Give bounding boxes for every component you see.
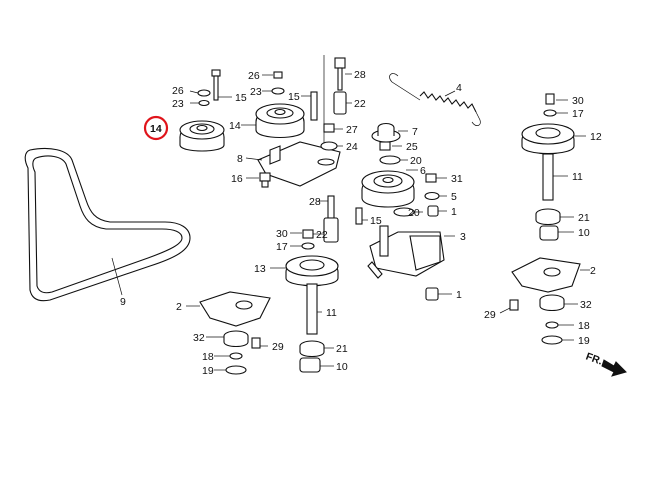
spring-4 — [389, 73, 481, 126]
label-23: 23 — [250, 86, 262, 98]
nut-27-washer-24 — [320, 123, 343, 151]
spindle-left — [186, 229, 339, 375]
label-21: 21 — [578, 212, 590, 224]
label-26: 26 — [248, 70, 260, 82]
washers-25-20 — [379, 141, 408, 165]
label-23: 23 — [172, 98, 184, 110]
bushing-1-lower — [425, 287, 452, 301]
highlight-ring — [143, 115, 169, 141]
label-27: 27 — [346, 124, 358, 136]
bolt-stack-left — [189, 69, 232, 107]
label-14: 14 — [229, 120, 241, 132]
label-15: 15 — [370, 215, 382, 227]
label-12: 12 — [590, 131, 602, 143]
cap-7 — [371, 122, 408, 143]
label-26: 26 — [172, 85, 184, 97]
label-6: 6 — [420, 165, 426, 177]
label-10: 10 — [578, 227, 590, 239]
label-9: 9 — [120, 296, 126, 308]
idler-pulley-14-center — [241, 103, 305, 138]
part-labels: 14 14 26 23 15 26 23 15 28 22 27 24 4 7 … — [120, 69, 604, 377]
label-4: 4 — [456, 82, 462, 94]
right-fasteners — [393, 173, 447, 217]
label-31: 31 — [451, 173, 463, 185]
label-5: 5 — [451, 191, 457, 203]
label-19: 19 — [202, 365, 214, 377]
label-19: 19 — [578, 335, 590, 347]
label-8: 8 — [237, 153, 243, 165]
label-2: 2 — [176, 301, 182, 313]
label-25: 25 — [406, 141, 418, 153]
label-16: 16 — [231, 173, 243, 185]
label-20: 20 — [410, 155, 422, 167]
bracket-3 — [367, 225, 455, 279]
idler-pulley-14-left — [179, 120, 225, 152]
label-17: 17 — [572, 108, 584, 120]
direction-label: FR. — [584, 351, 604, 368]
label-24: 24 — [346, 141, 358, 153]
label-18: 18 — [578, 320, 590, 332]
label-18: 18 — [202, 351, 214, 363]
label-20: 20 — [408, 207, 420, 219]
label-29: 29 — [484, 309, 496, 321]
label-22: 22 — [354, 98, 366, 110]
shaft-28-lower — [312, 195, 339, 243]
label-11: 11 — [326, 307, 337, 319]
tension-arm-8 — [245, 141, 341, 187]
label-21: 21 — [336, 343, 348, 355]
label-22: 22 — [316, 229, 328, 241]
label-1: 1 — [451, 206, 457, 218]
label-29: 29 — [272, 341, 284, 353]
drive-belt — [24, 147, 191, 302]
label-1: 1 — [456, 289, 462, 301]
label-2: 2 — [590, 265, 596, 277]
label-28: 28 — [309, 196, 321, 208]
spindle-right — [499, 93, 590, 345]
label-14-highlighted: 14 — [150, 123, 162, 135]
label-13: 13 — [254, 263, 266, 275]
front-direction-arrow — [601, 359, 627, 377]
label-3: 3 — [460, 231, 466, 243]
label-10: 10 — [336, 361, 348, 373]
label-30: 30 — [572, 95, 584, 107]
bolt-15-mid — [355, 207, 368, 225]
label-7: 7 — [412, 126, 418, 138]
label-30: 30 — [276, 228, 288, 240]
label-32: 32 — [580, 299, 592, 311]
label-28: 28 — [354, 69, 366, 81]
label-15: 15 — [235, 92, 247, 104]
pulley-6 — [361, 169, 418, 208]
label-17: 17 — [276, 241, 288, 253]
label-32: 32 — [193, 332, 205, 344]
label-11: 11 — [572, 171, 583, 183]
bolt-16 — [246, 172, 271, 188]
bolt-stack-center — [262, 71, 318, 121]
label-15: 15 — [288, 91, 300, 103]
